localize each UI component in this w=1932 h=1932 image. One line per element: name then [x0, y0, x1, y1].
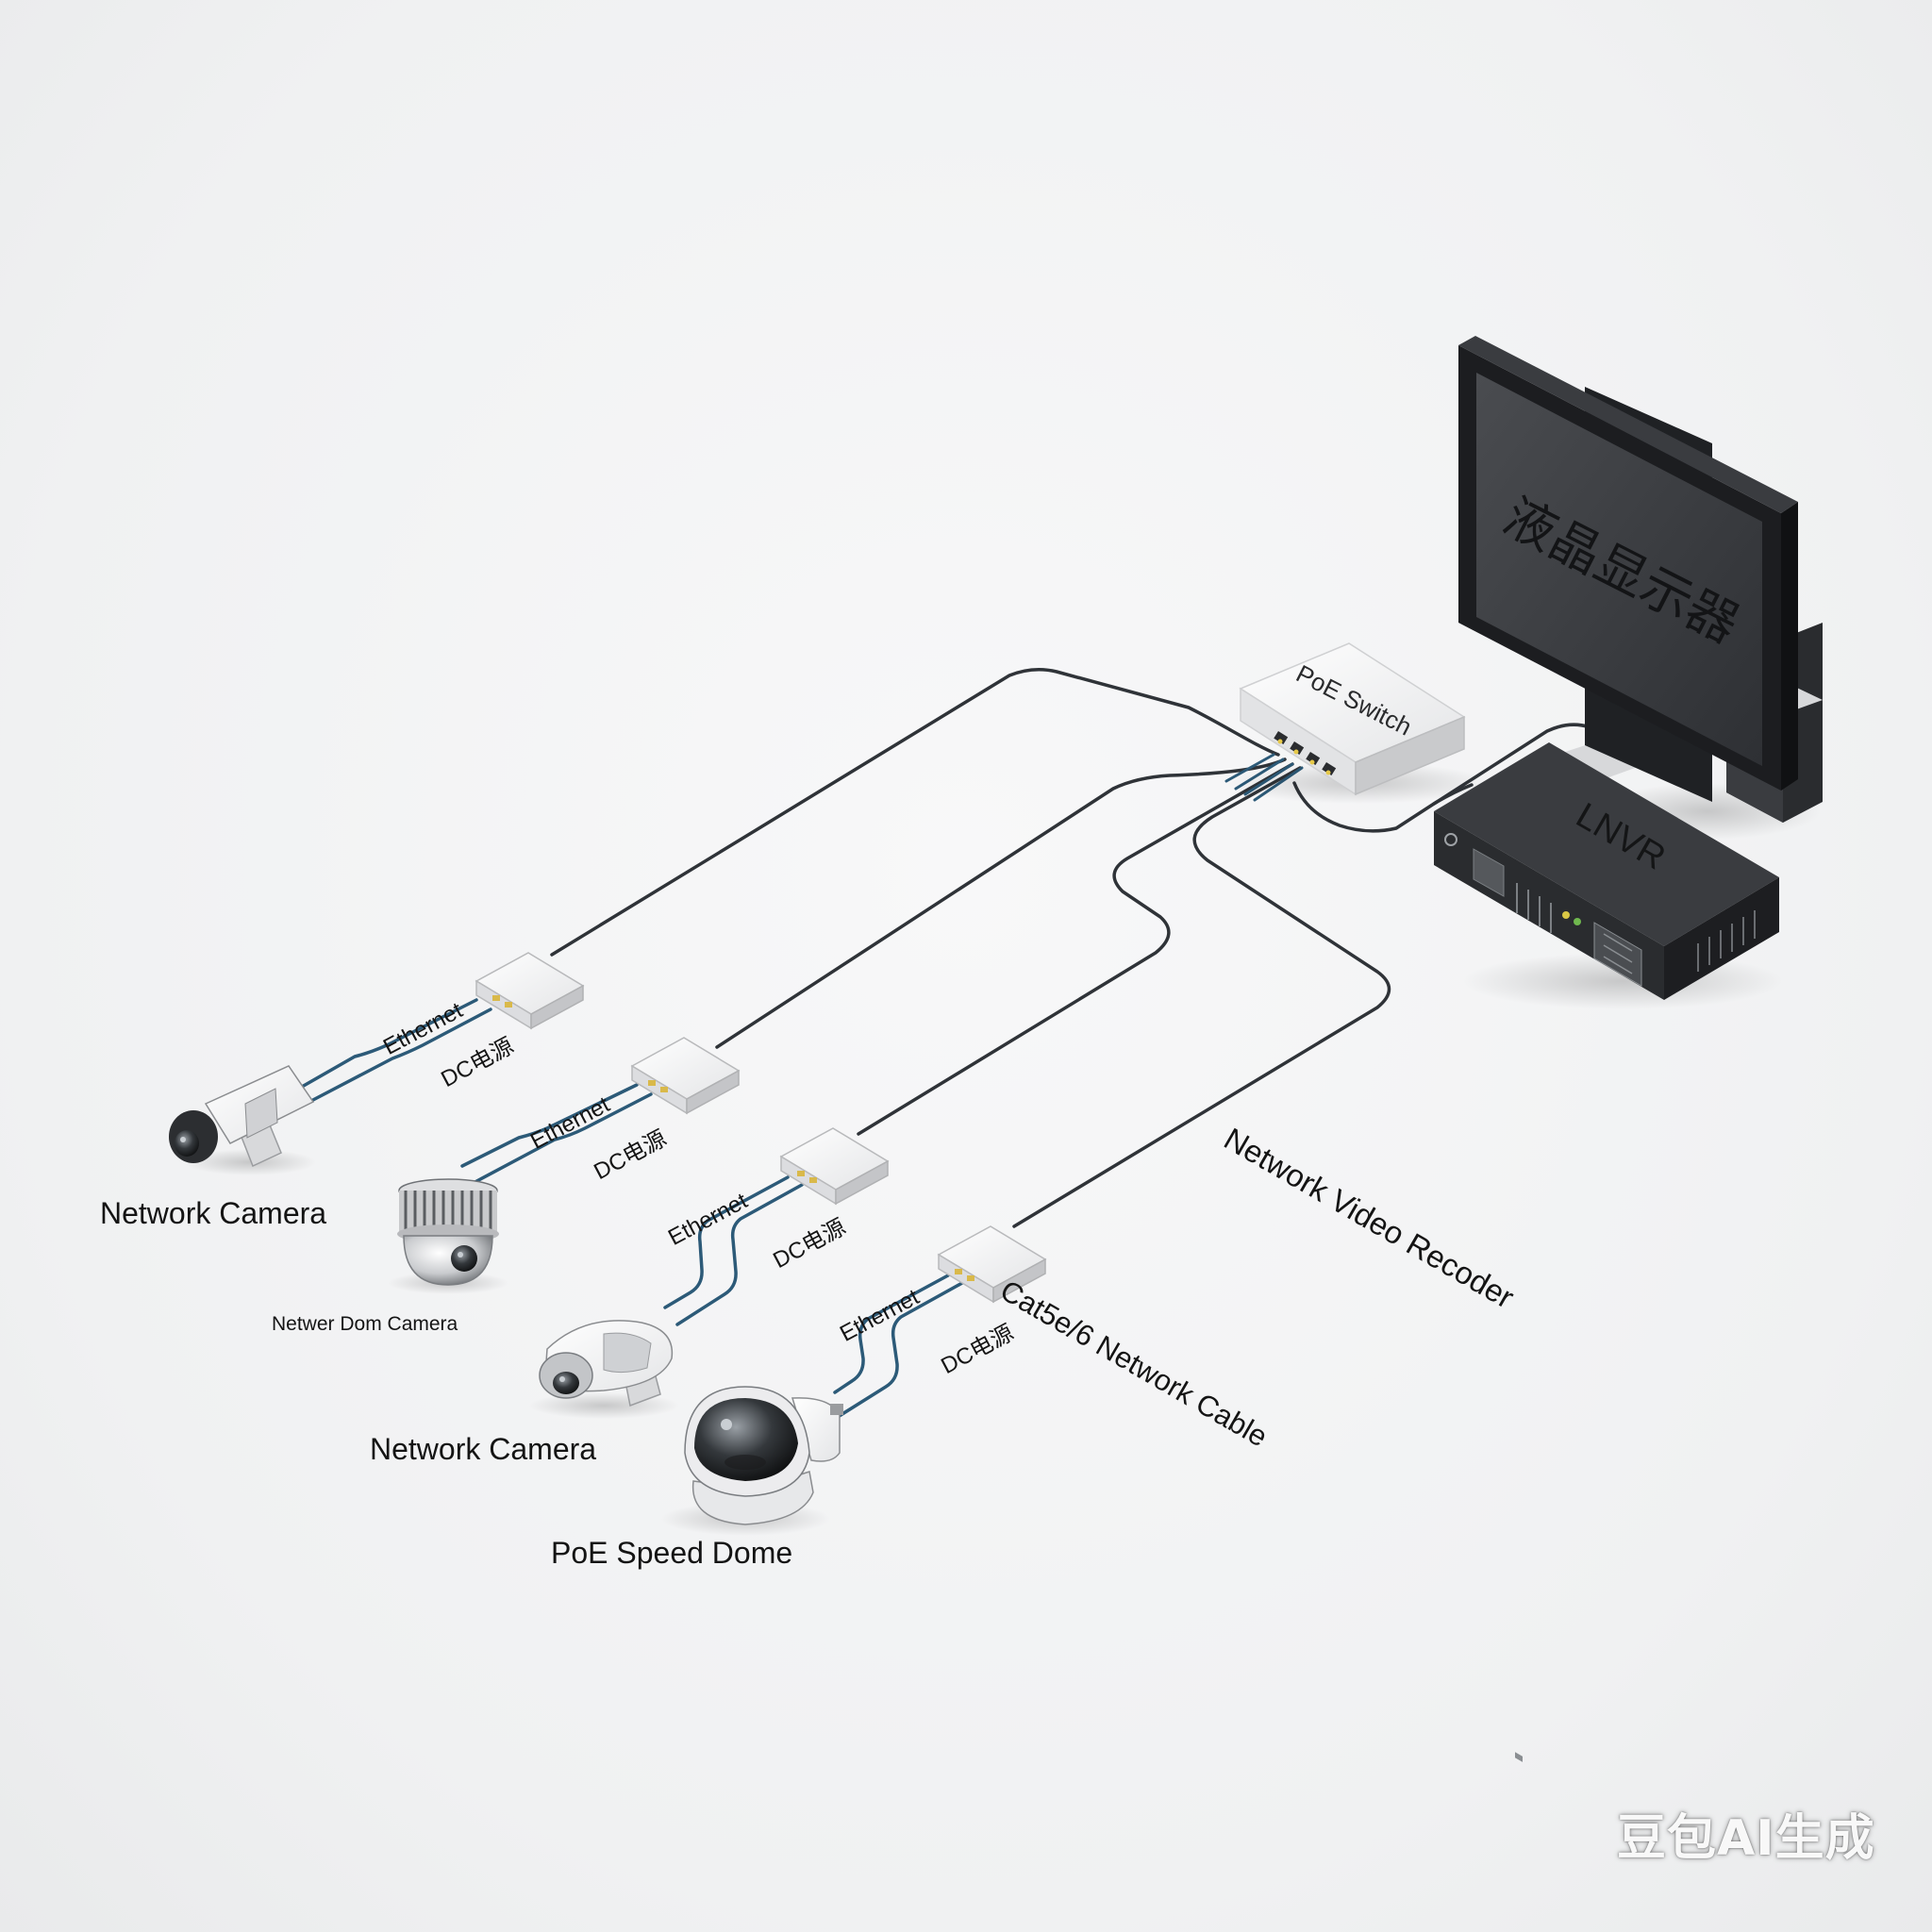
poe-splitter-4: [937, 1225, 1047, 1304]
network-camera-3: [528, 1320, 679, 1419]
nvr-device: [1434, 742, 1783, 1762]
camera-4-label: PoE Speed Dome: [551, 1536, 793, 1570]
poe-speed-dome-camera: [660, 1386, 843, 1536]
poe-splitter-3: [779, 1127, 890, 1206]
cable-splitter-1-to-camera-1-dc: [308, 1008, 492, 1104]
lcd-monitor: [1458, 336, 1823, 840]
poe-switch: [1226, 642, 1491, 804]
cable-switch-to-splitter-2: [715, 758, 1287, 1049]
poe-splitter-2: [630, 1037, 741, 1115]
cable-splitter-2-to-camera-2-ethernet: [460, 1083, 639, 1168]
cable-splitter-3-to-camera-3-dc: [675, 1183, 804, 1326]
cable-splitter-4-to-camera-4-dc: [836, 1281, 964, 1419]
switch-ports: [1274, 730, 1337, 775]
camera-3-label: Network Camera: [370, 1432, 597, 1466]
cable-splitter-3-to-camera-3-ethernet: [663, 1175, 790, 1309]
poe-splitter-1: [475, 952, 585, 1030]
dome-camera-2: [388, 1178, 508, 1294]
cable-switch-to-splitter-1: [550, 668, 1280, 957]
camera-1-label: Network Camera: [100, 1196, 327, 1230]
network-camera-1: [169, 1065, 316, 1175]
camera-2-label: Netwer Dom Camera: [272, 1313, 458, 1335]
cable-switch-to-splitter-3: [857, 762, 1294, 1136]
cable-switch-to-splitter-4: [1012, 766, 1391, 1228]
cable-splitter-2-to-camera-2-dc: [468, 1092, 653, 1187]
nvr-front-panel: [1444, 833, 1756, 1762]
cable-splitter-1-to-camera-1-ethernet: [300, 998, 478, 1089]
ai-generated-watermark: 豆包AI生成: [1617, 1810, 1875, 1867]
cable-splitter-4-to-camera-4-ethernet: [833, 1274, 950, 1394]
